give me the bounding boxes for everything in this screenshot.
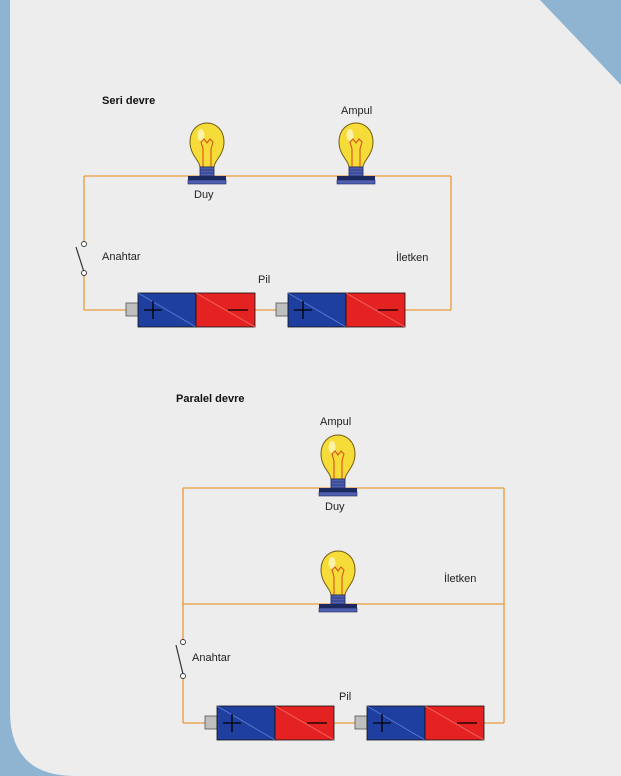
parallel-battery-label: Pil — [339, 691, 351, 703]
series-title: Seri devre — [102, 95, 155, 107]
series-circuit: Seri devre Anahtar Duy Ampul Pil İletken — [75, 95, 452, 328]
parallel-circuit: Paralel devre Anahtar Ampul Duy İletken … — [175, 393, 505, 741]
parallel-conductor-label: İletken — [444, 572, 476, 585]
battery-icon — [204, 705, 335, 741]
battery-icon — [125, 292, 256, 328]
parallel-title: Paralel devre — [176, 393, 245, 405]
battery-icon — [275, 292, 406, 328]
parallel-switch-label: Anahtar — [192, 652, 231, 664]
series-conductor-label: İletken — [396, 251, 428, 264]
parallel-bulb-label: Ampul — [320, 416, 351, 428]
series-bulb-label: Ampul — [341, 105, 372, 117]
battery-icon — [354, 705, 485, 741]
series-socket-label: Duy — [194, 189, 214, 201]
series-switch-label: Anahtar — [102, 251, 141, 263]
parallel-socket-label: Duy — [325, 501, 345, 513]
switch-icon — [175, 639, 186, 679]
switch-icon — [75, 241, 87, 276]
series-battery-label: Pil — [258, 274, 270, 286]
panel — [10, 0, 621, 776]
